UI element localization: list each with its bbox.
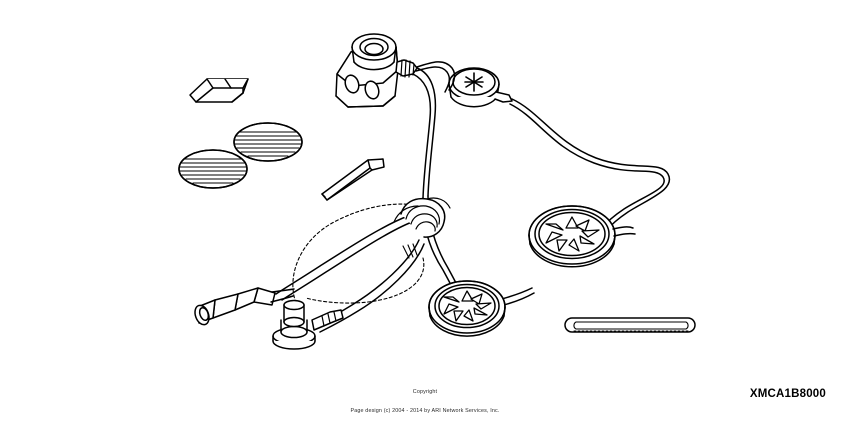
part-number: XMCA1B8000: [749, 388, 826, 400]
star-pod-part: [448, 67, 513, 108]
clip-bracket-part: [189, 78, 249, 103]
grommet-post-part: [272, 299, 344, 350]
speaker-lower-part: [428, 280, 506, 337]
adhesive-pad-lower: [178, 149, 248, 189]
cable-module-to-junction: [412, 67, 437, 199]
adhesive-pad-upper: [233, 122, 303, 162]
connector-plug-part: [194, 287, 295, 326]
cable-strain-relief-coil: [393, 197, 451, 259]
hex-wrench-part: [321, 158, 385, 201]
footer-copyright: Copyright Page design (c) 2004 - 2014 by…: [0, 377, 850, 424]
module-cable-boot: [395, 59, 418, 78]
mounting-strip-part: [564, 317, 696, 333]
cable-to-connector: [275, 215, 413, 301]
speaker-upper-part: [528, 205, 636, 268]
copyright-line-1: Copyright: [412, 389, 438, 396]
cable-module-to-pod: [415, 61, 456, 93]
cable-pod-to-upper-speaker: [509, 98, 671, 232]
cable-loop-outline: [292, 203, 425, 304]
control-module-part: [335, 33, 399, 108]
copyright-line-2: Page design (c) 2004 - 2014 by ARI Netwo…: [350, 408, 500, 415]
